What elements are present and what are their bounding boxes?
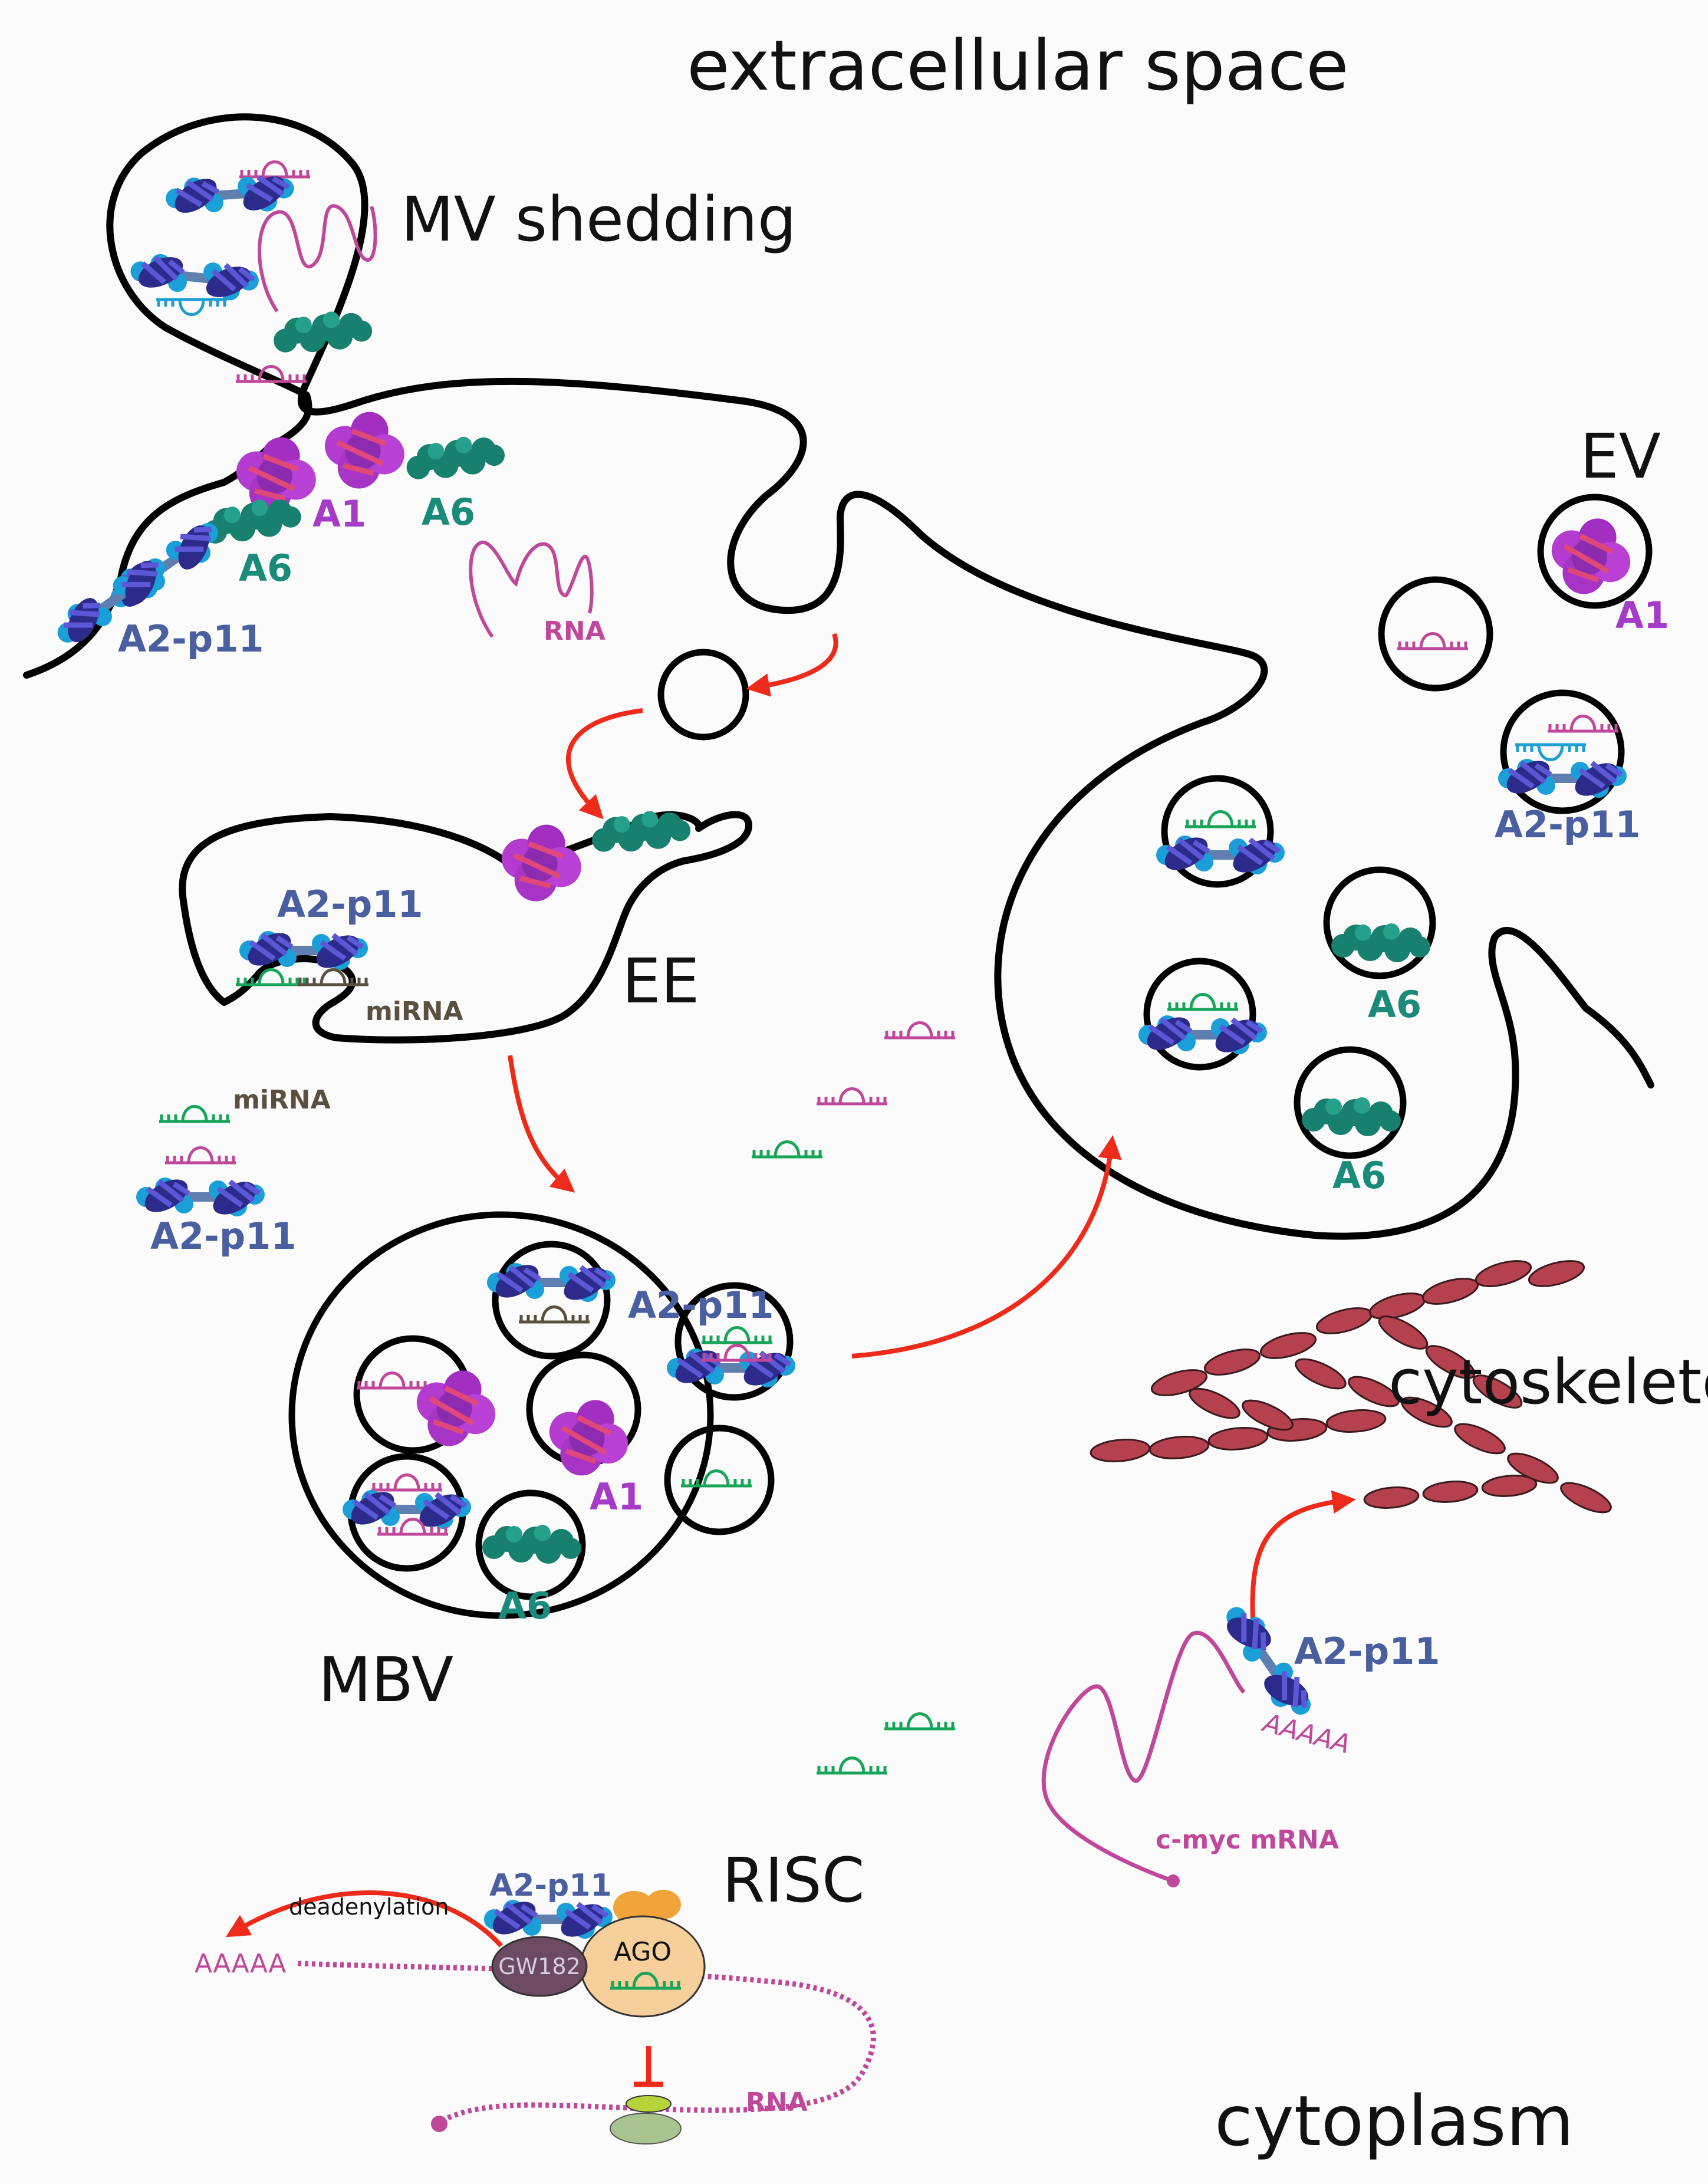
arrow-deadenylation (225, 1890, 503, 1948)
gw182-label: GW182 (498, 1953, 581, 1979)
risc-label: RISC (722, 1844, 865, 1916)
a2p11-label-risc: A2-p11 (489, 1868, 612, 1903)
free-rna-strand (469, 541, 594, 638)
c-myc-mrna-strand (1041, 1630, 1246, 1883)
a2p11-label-mbv: A2-p11 (628, 1284, 774, 1327)
cytoplasm-label: cytoplasm (1215, 2080, 1574, 2162)
c-myc-mrna-label: c-myc mRNA (1156, 1825, 1339, 1855)
ilv-4 (674, 1282, 794, 1401)
exosome-4 (1294, 1046, 1407, 1159)
a6-label-mbv: A6 (498, 1584, 552, 1627)
inhibition-bar (634, 2046, 663, 2087)
mv-shedding-label: MV shedding (401, 183, 797, 255)
rna-strand-bud (258, 204, 377, 313)
cytoskeleton-label: cytoskeleton (1388, 1346, 1708, 1418)
ev-3 (1500, 689, 1625, 814)
a6-label-exosome-2: A6 (1368, 983, 1421, 1026)
aaaaa-label-cmyc: AAAAA (1258, 1708, 1353, 1760)
ribosome-large (610, 2113, 682, 2144)
rna-label-free: RNA (544, 616, 605, 646)
a2p11-label-cytosol: A2-p11 (150, 1215, 297, 1258)
a6-label-exosome-4: A6 (1332, 1154, 1386, 1197)
ee-label: EE (622, 945, 699, 1017)
ribosome-small (626, 2095, 672, 2113)
ago-label: AGO (614, 1937, 672, 1967)
extracellular-space-label: extracellular space (687, 25, 1349, 106)
a2p11-label-membrane: A2-p11 (118, 617, 264, 660)
ev-2 (1378, 576, 1493, 692)
a1-label-membrane: A1 (312, 492, 366, 535)
ilv-7 (475, 1489, 586, 1600)
a2p11-label-ev: A2-p11 (1495, 803, 1641, 846)
mirna-label-cytosol: miRNA (233, 1085, 331, 1115)
exosome-1 (1161, 775, 1274, 888)
ilv-1 (492, 1241, 611, 1360)
a6-label-membrane-lower: A6 (239, 547, 292, 590)
ev-1 (1537, 494, 1653, 609)
ev-label: EV (1580, 420, 1661, 492)
a2p11-label-ee: A2-p11 (277, 883, 423, 926)
arrow-to-ee (566, 708, 643, 820)
aaaaa-label-risc: AAAAA (195, 1949, 286, 1979)
gw182-protein (491, 1936, 588, 1997)
rna-label-risc: RNA (746, 2087, 808, 2117)
a1-label-ev: A1 (1615, 594, 1669, 637)
mbv-membrane (288, 1211, 714, 1619)
a1-label-mbv: A1 (590, 1475, 643, 1518)
arrow-endocytosis (746, 633, 838, 697)
mirna-label-ee: miRNA (366, 996, 463, 1027)
exosome-2 (1323, 866, 1436, 979)
a6-label-membrane: A6 (422, 491, 475, 534)
mbv-label: MBV (318, 1644, 453, 1716)
cytoskeleton-filaments (1090, 1260, 1612, 1514)
ilv-5 (664, 1425, 775, 1535)
exosome-3 (1143, 958, 1256, 1071)
endocytic-vesicle (657, 649, 749, 741)
plasma-membrane (23, 113, 1654, 1240)
arrow-to-cytoskeleton (1250, 1490, 1356, 1619)
deadenylation-label: deadenylation (289, 1894, 449, 1920)
ago-subunit-2 (646, 1890, 681, 1919)
a2p11-label-cmyc: A2-p11 (1294, 1630, 1440, 1673)
arrow-ee-to-mbv (508, 1055, 575, 1193)
c-myc-mrna-cap (1167, 1874, 1180, 1887)
arrow-mbv-to-membrane (851, 1135, 1122, 1359)
target-rna-cap (431, 2116, 447, 2132)
